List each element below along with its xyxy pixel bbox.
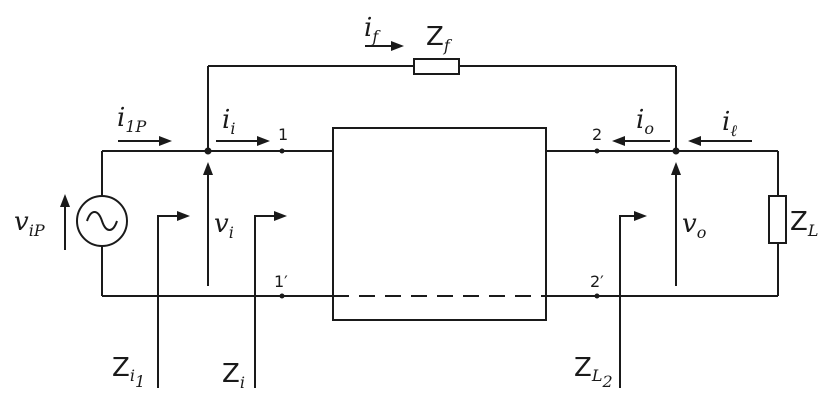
load-impedance-zl (768, 195, 787, 244)
impedance-arrow-zi (254, 211, 287, 388)
label-ii: ii (222, 105, 235, 138)
label-i1p: i1P (117, 103, 147, 136)
label-zl2: ZL2 (574, 353, 613, 391)
feedback-impedance-zf (413, 58, 460, 75)
current-arrow-il (688, 136, 752, 146)
label-zi1: Zi1 (112, 353, 145, 391)
junction-dot-input (204, 147, 212, 155)
wires (101, 65, 779, 297)
impedance-arrow-zl2 (619, 211, 647, 388)
node-label-2: 2 (592, 125, 602, 144)
label-vip: viP (14, 207, 45, 240)
terminal-dot-2-prime (594, 293, 600, 299)
terminal-dot-2 (594, 148, 600, 154)
label-zi: Zi (222, 359, 245, 392)
current-arrow-ii (216, 136, 270, 146)
sine-wave-icon (86, 211, 118, 231)
two-port-network-box (332, 127, 547, 321)
voltage-arrow-vi (203, 162, 213, 286)
junction-dot-output (672, 147, 680, 155)
terminal-dot-1-prime (279, 293, 285, 299)
voltage-arrow-vo (671, 162, 681, 286)
node-label-1: 1 (278, 125, 288, 144)
label-io: io (636, 105, 654, 138)
current-arrow-i1p (118, 136, 172, 146)
current-arrow-io (612, 136, 670, 146)
node-label-1-prime: 1′ (274, 272, 288, 291)
label-vi: vi (214, 209, 234, 242)
impedance-arrow-zi1 (157, 211, 190, 388)
label-zf: Zf (426, 22, 453, 55)
label-vo: vo (682, 209, 706, 242)
terminal-dot-1 (279, 148, 285, 154)
label-zl: ZL (790, 207, 818, 240)
label-if: if (364, 13, 381, 46)
node-label-2-prime: 2′ (590, 272, 604, 291)
current-arrow-if (365, 41, 404, 51)
voltage-arrow-viP (60, 194, 70, 250)
label-il: iℓ (722, 107, 737, 140)
ac-voltage-source (76, 195, 128, 247)
